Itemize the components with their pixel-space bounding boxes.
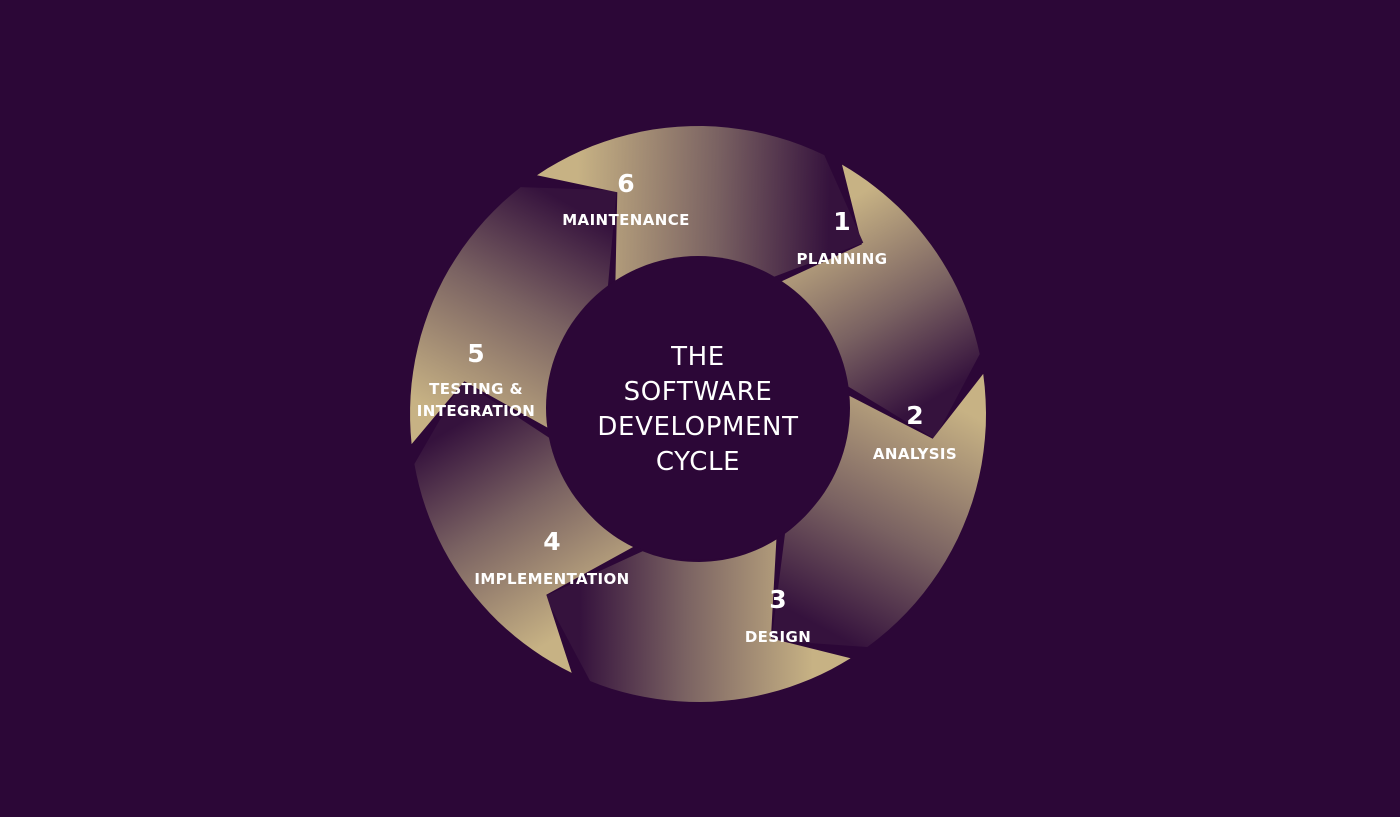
stage-2-label-line-1: ANALYSIS: [873, 445, 957, 463]
stage-6-label-line-1: MAINTENANCE: [562, 211, 690, 229]
center-title-line-1: THE: [670, 342, 725, 372]
cycle-segments: [410, 126, 986, 702]
stage-5-label-line-1: TESTING &: [429, 380, 523, 398]
center-title: THE SOFTWARE DEVELOPMENT CYCLE: [597, 342, 798, 477]
cycle-segment-5: [410, 187, 617, 445]
stage-3-label-line-1: DESIGN: [745, 628, 811, 646]
cycle-segment-3: [545, 539, 851, 702]
cycle-segment-1: [772, 164, 980, 439]
stage-6-number: 6: [617, 169, 634, 198]
stage-1-label-line-1: PLANNING: [797, 250, 888, 268]
stage-4-label-line-1: IMPLEMENTATION: [474, 570, 629, 588]
center-title-line-3: DEVELOPMENT: [597, 412, 798, 442]
cycle-segment-4: [414, 380, 634, 673]
cycle-segment-6: [537, 126, 864, 292]
stage-2-number: 2: [906, 401, 923, 430]
stage-5-number: 5: [467, 339, 484, 368]
center-title-line-2: SOFTWARE: [624, 377, 773, 407]
cycle-segment-2: [771, 373, 986, 647]
stage-4-number: 4: [543, 527, 560, 556]
center-circle: [546, 256, 850, 560]
stage-3-number: 3: [769, 585, 786, 614]
stage-5-label-line-2: INTEGRATION: [417, 402, 535, 420]
center-title-line-4: CYCLE: [656, 447, 740, 477]
stage-1-number: 1: [833, 207, 850, 236]
